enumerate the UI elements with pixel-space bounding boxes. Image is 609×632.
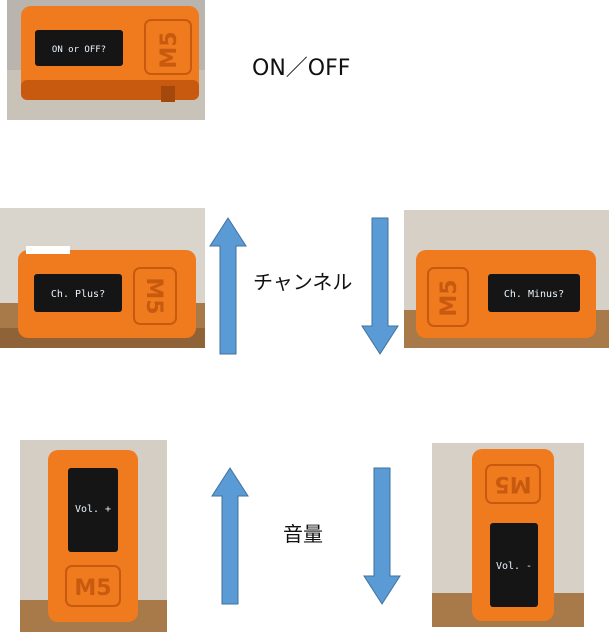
label-volume: 音量 (283, 522, 323, 546)
label-onoff: ON／OFF (252, 56, 351, 81)
arrow-down-icon (363, 467, 401, 605)
device-screen-onoff: ON or OFF? (52, 45, 106, 55)
photo-channel-plus-device: Ch. Plus? M5 (0, 208, 205, 348)
photo-volume-minus-device: M5 Vol. - (432, 443, 584, 627)
arrow-up-icon (209, 217, 247, 355)
m5-logo: M5 (494, 471, 531, 496)
label-channel: チャンネル (253, 270, 353, 294)
photo-onoff-device: ON or OFF? M5 (7, 0, 205, 120)
m5-logo: M5 (437, 279, 462, 316)
m5-logo: M5 (74, 576, 111, 601)
device-screen-vol-plus: Vol. + (75, 504, 111, 515)
arrow-down-icon (361, 217, 399, 355)
device-screen-ch-plus: Ch. Plus? (51, 289, 105, 300)
photo-channel-minus-device: M5 Ch. Minus? (404, 210, 609, 348)
m5-logo: M5 (157, 31, 182, 68)
arrow-up-icon (211, 467, 249, 605)
m5-logo: M5 (141, 277, 166, 314)
device-screen-vol-minus: Vol. - (496, 561, 532, 572)
photo-volume-plus-device: Vol. + M5 (20, 440, 167, 632)
device-screen-ch-minus: Ch. Minus? (504, 289, 564, 300)
